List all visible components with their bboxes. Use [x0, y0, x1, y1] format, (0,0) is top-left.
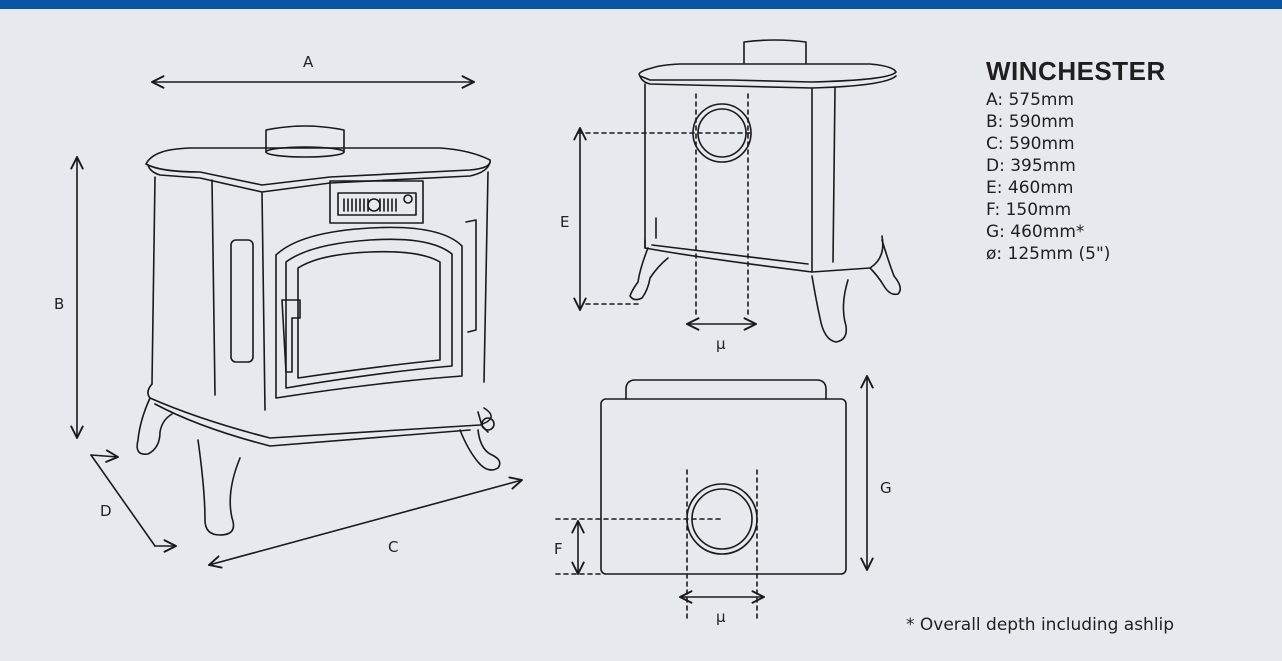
spec-panel: WINCHESTER A: 575mm B: 590mm C: 590mm D:…	[986, 55, 1166, 265]
dimension-label-c: C	[388, 538, 398, 556]
stove-perspective-view	[136, 125, 501, 536]
dimension-lines-side	[577, 93, 751, 319]
spec-item-d: D: 395mm	[986, 156, 1076, 176]
spec-item-g: G: 460mm*	[986, 222, 1085, 242]
spec-item-c: C: 590mm	[986, 134, 1075, 154]
dimension-label-a: A	[303, 53, 314, 71]
spec-item-e: E: 460mm	[986, 178, 1074, 198]
spec-item-b: B: 590mm	[986, 112, 1075, 132]
dimension-label-mu-side: µ	[716, 335, 726, 353]
dimension-label-f: F	[554, 540, 563, 558]
stove-side-view	[629, 39, 902, 343]
dimension-lines-top	[555, 469, 758, 623]
stove-top-view	[600, 379, 847, 575]
spec-item-diameter: ø: 125mm (5")	[986, 244, 1111, 264]
top-accent-bar	[0, 0, 1282, 9]
dimension-label-e: E	[560, 213, 569, 231]
spec-item-f: F: 150mm	[986, 200, 1072, 220]
dimension-arrows-top	[571, 375, 874, 604]
dimension-lines-perspective	[70, 75, 523, 569]
spec-item-a: A: 575mm	[986, 90, 1075, 110]
dimension-label-d: D	[100, 502, 112, 520]
dimension-label-g: G	[880, 479, 892, 497]
dimension-arrows-side	[573, 127, 757, 331]
footnote: * Overall depth including ashlip	[906, 615, 1175, 635]
dimension-label-b: B	[54, 295, 64, 313]
dimension-label-mu-top: µ	[716, 608, 726, 626]
spec-list: A: 575mm B: 590mm C: 590mm D: 395mm E: 4…	[986, 89, 1166, 265]
model-title: WINCHESTER	[986, 56, 1166, 86]
